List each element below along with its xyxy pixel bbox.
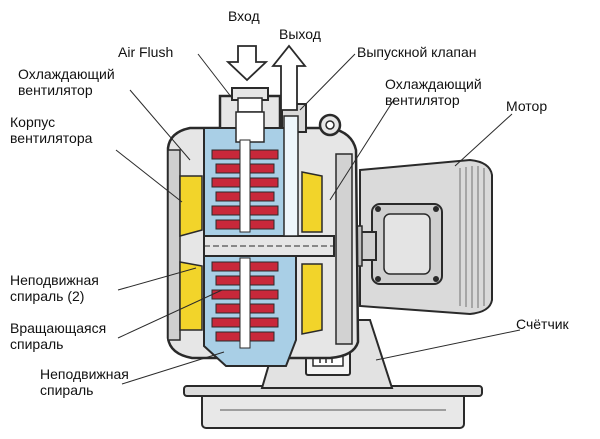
label-air-flush: Air Flush: [118, 44, 174, 60]
motor: [359, 158, 493, 316]
label-fixed-scroll-2-line2: спираль (2): [10, 288, 85, 304]
outlet-arrow-icon: [271, 44, 307, 111]
inlet-arrow-icon: [225, 45, 269, 82]
label-fan-housing: Корпус вентилятора: [10, 114, 92, 146]
label-fixed-scroll: Неподвижная спираль: [40, 366, 129, 398]
label-fan-housing-line2: вентилятора: [10, 130, 93, 146]
cooling-fan-left: [179, 175, 203, 331]
label-cooling-fan-right: Охлаждающий вентилятор: [385, 76, 482, 108]
label-cooling-fan-left-line2: вентилятор: [18, 82, 93, 98]
label-orbiting-scroll-line1: Вращающаяся: [10, 320, 107, 336]
label-orbiting-scroll-line2: спираль: [10, 336, 64, 352]
label-fixed-scroll-2: Неподвижная спираль (2): [10, 272, 99, 304]
label-inlet: Вход: [228, 8, 260, 24]
label-fan-housing-line1: Корпус: [10, 114, 56, 130]
scroll-wraps-upper: [211, 139, 279, 233]
scroll-wraps-lower: [211, 257, 279, 349]
leader-lines: [115, 53, 521, 385]
label-fixed-scroll-line1: Неподвижная: [40, 366, 129, 382]
label-fixed-scroll-line2: спираль: [40, 382, 94, 398]
cooling-fan-right: [301, 171, 323, 335]
label-cooling-fan-left-line1: Охлаждающий: [18, 66, 115, 82]
label-counter: Счётчик: [516, 316, 569, 332]
label-cooling-fan-right-line2: вентилятор: [385, 92, 460, 108]
label-motor: Мотор: [506, 98, 548, 114]
label-exhaust-valve: Выпускной клапан: [357, 44, 477, 60]
base-plate: [183, 385, 483, 429]
label-cooling-fan-right-line1: Охлаждающий: [385, 76, 482, 92]
label-fixed-scroll-2-line1: Неподвижная: [10, 272, 99, 288]
label-outlet: Выход: [279, 26, 321, 42]
label-orbiting-scroll: Вращающаяся спираль: [10, 320, 106, 352]
label-cooling-fan-left: Охлаждающий вентилятор: [18, 66, 115, 98]
